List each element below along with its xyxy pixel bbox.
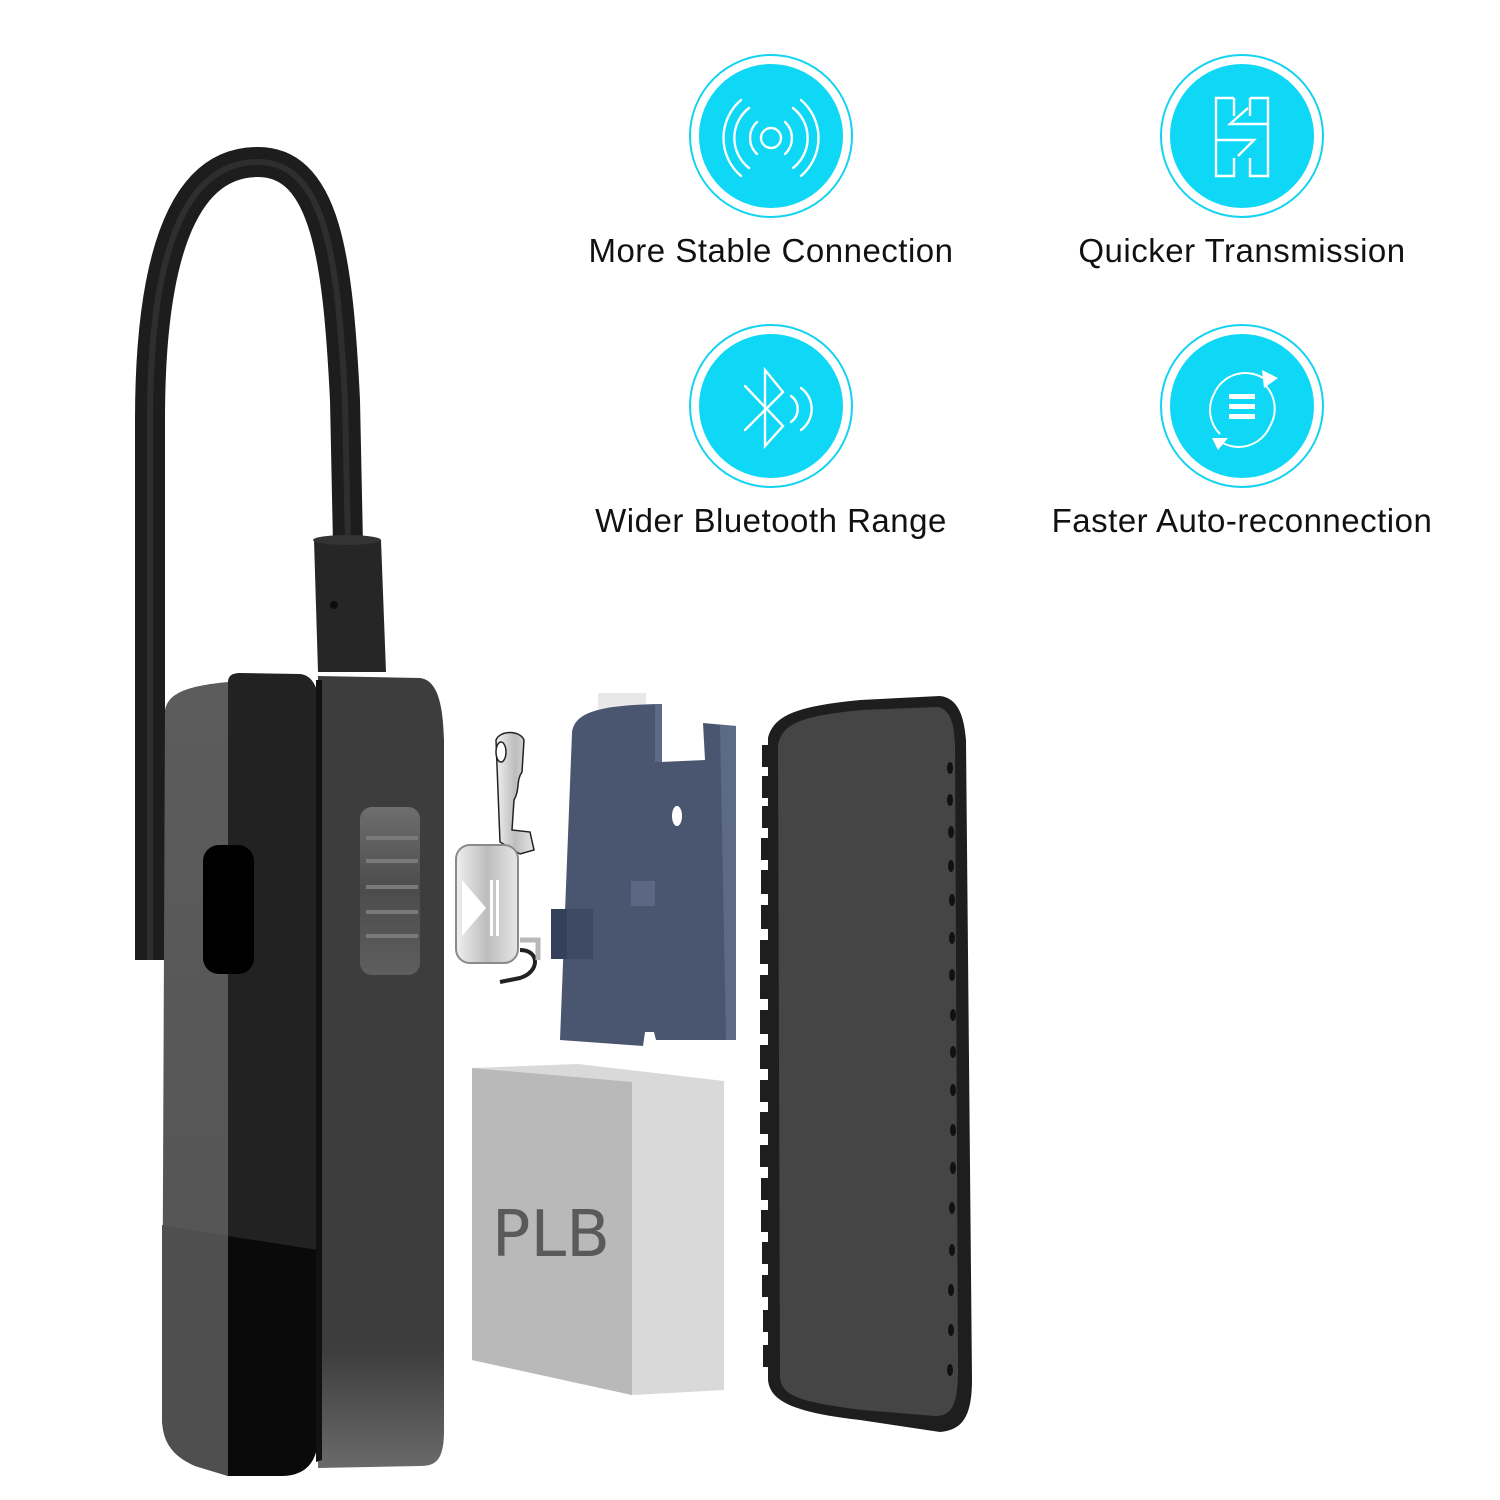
feature-label: Faster Auto-reconnection: [1051, 502, 1433, 539]
battery: PLB: [472, 1064, 724, 1395]
scroll-wheel: [360, 807, 420, 975]
feature-label: More Stable Connection: [588, 232, 954, 269]
feature-quicker-transmission: Quicker Transmission: [1022, 54, 1462, 270]
bidirectional-transfer-icon: [1160, 54, 1324, 218]
play-pause-button: [455, 731, 541, 984]
led-window: [203, 845, 254, 974]
cable: [135, 146, 363, 960]
battery-label: PLB: [492, 1198, 610, 1272]
feature-auto-reconnection: Faster Auto-reconnection: [1022, 324, 1462, 540]
feature-label: Quicker Transmission: [1078, 232, 1406, 269]
cable-strain-relief: [313, 535, 386, 672]
feature-label: Wider Bluetooth Range: [595, 502, 947, 539]
feature-bluetooth-range: Wider Bluetooth Range: [551, 324, 991, 540]
back-cover: [760, 696, 972, 1432]
feature-stable-connection: More Stable Connection: [551, 54, 991, 270]
device-body: [162, 673, 444, 1476]
internal-frame: [551, 693, 736, 1046]
bluetooth-range-icon: [689, 324, 853, 488]
signal-broadcast-icon: [689, 54, 853, 218]
auto-reconnect-icon: [1160, 324, 1324, 488]
